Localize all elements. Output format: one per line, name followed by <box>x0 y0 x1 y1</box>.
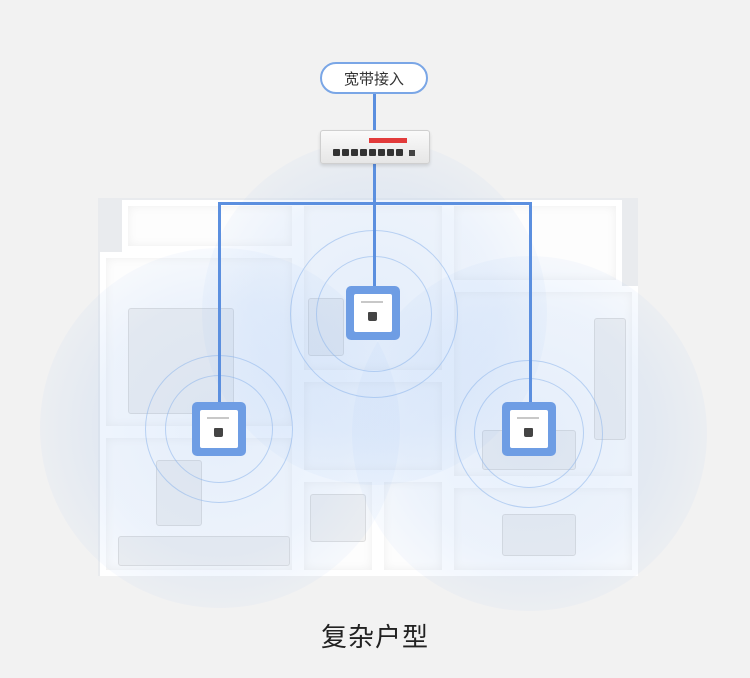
dining-table <box>502 514 576 556</box>
ethernet-port-icon <box>387 149 394 156</box>
router-brand-strip <box>369 138 407 143</box>
line-router-down <box>373 164 376 205</box>
broadband-label: 宽带接入 <box>320 62 428 94</box>
router-icon <box>320 130 430 164</box>
room-corridor <box>298 376 448 476</box>
line-to-ap-center <box>373 202 376 286</box>
caption: 复杂户型 <box>320 623 429 653</box>
access-point-panel <box>354 294 392 332</box>
cabinet <box>118 536 290 566</box>
line-to-ap-left <box>218 202 221 402</box>
router-led <box>409 150 415 156</box>
ethernet-port-icon <box>360 149 367 156</box>
ethernet-port-icon <box>351 149 358 156</box>
ethernet-port-icon <box>396 149 403 156</box>
room-balcony-left <box>122 200 298 252</box>
line-pill-to-router <box>373 94 376 130</box>
line-to-ap-right <box>529 202 532 402</box>
access-point-icon <box>192 402 246 456</box>
ethernet-port-icon <box>369 149 376 156</box>
room-closet <box>378 476 448 576</box>
ethernet-port-icon <box>378 149 385 156</box>
ethernet-port-icon <box>333 149 340 156</box>
access-point-panel <box>510 410 548 448</box>
desk <box>156 460 202 526</box>
access-point-icon <box>502 402 556 456</box>
tv-stand <box>594 318 626 440</box>
shelf <box>308 298 344 356</box>
floorplan <box>98 198 638 576</box>
access-point-panel <box>200 410 238 448</box>
room-balcony-right <box>448 200 622 286</box>
ethernet-port-icon <box>342 149 349 156</box>
access-point-icon <box>346 286 400 340</box>
shower <box>310 494 366 542</box>
ethernet-ports <box>333 149 403 157</box>
